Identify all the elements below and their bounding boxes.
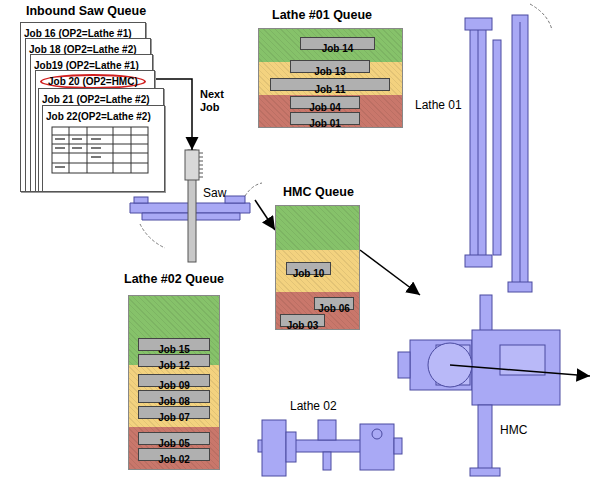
job-bar: Job 05 — [138, 432, 210, 445]
job-bar: Job 15 — [138, 338, 210, 351]
swing-arc — [245, 183, 262, 196]
scale-tick — [199, 161, 203, 162]
scale-tick — [199, 153, 203, 154]
queue-heading: HMC Queue — [283, 185, 354, 199]
machine: Lathe 02 — [255, 398, 405, 480]
lathe-01-drawing — [465, 15, 532, 292]
machine-label: Lathe 02 — [290, 399, 337, 413]
output-arrow — [450, 365, 590, 376]
job-label: Job 02 — [158, 454, 190, 465]
edge-label: Next Job — [200, 88, 234, 114]
scale-tick — [199, 177, 203, 178]
job-label: Job 06 — [318, 303, 350, 314]
scale-tick — [199, 173, 203, 174]
machine-label: HMC — [500, 423, 527, 437]
saw-scale — [199, 153, 203, 177]
routing-table — [51, 126, 151, 176]
job-bar: Job 06 — [314, 297, 354, 310]
flow-arrow — [360, 250, 420, 295]
hmc-drawing — [398, 295, 560, 476]
job-bar: Job 07 — [138, 406, 210, 419]
machine: Saw — [130, 150, 255, 225]
job-bar: Job 02 — [138, 448, 210, 461]
swing-arc — [140, 224, 165, 248]
job-bar: Job 01 — [290, 112, 360, 125]
scale-tick — [199, 165, 203, 166]
job-bar: Job 11 — [270, 78, 390, 91]
saw-queue-stack: Inbound Saw QueueJob 16 (OP2=Lathe #1)Jo… — [18, 4, 168, 196]
job-label: Job 12 — [158, 360, 190, 371]
job-bar: Job 10 — [286, 262, 331, 275]
job-bar: Job 08 — [138, 390, 210, 403]
job-label: Job 07 — [158, 412, 190, 423]
job-label: Job 22(OP2=Lathe #2) — [43, 109, 154, 124]
queue-box: Lathe #01 QueueJob 14Job 13Job 11Job 04J… — [258, 8, 403, 128]
scale-tick — [199, 157, 203, 158]
scale-tick — [199, 169, 203, 170]
job-label: Job 03 — [287, 320, 319, 331]
job-label: Job 20 (OP2=HMC) — [40, 74, 146, 89]
job-bar: Job 09 — [138, 374, 210, 387]
machine-label: Lathe 01 — [415, 98, 462, 112]
queue-heading: Inbound Saw Queue — [26, 4, 146, 18]
job-label: Job 10 — [293, 268, 325, 279]
lathe-02-drawing — [258, 420, 402, 476]
machine-label: Saw — [203, 186, 226, 200]
queue-box: HMC QueueJob 10Job 03Job 06 — [275, 185, 360, 330]
machine: Lathe 01 — [410, 10, 540, 285]
job-label: Job 11 — [314, 84, 345, 95]
job-bar: Job 14 — [300, 37, 375, 50]
job-bar: Job 12 — [138, 354, 210, 367]
job-bar: Job 04 — [290, 96, 360, 109]
job-card: Job 22(OP2=Lathe #2) — [42, 105, 165, 192]
job-label: Job 14 — [322, 43, 354, 54]
job-label: Job 01 — [309, 118, 341, 129]
queue-box: Lathe #02 QueueJob 15 Job 12 Job 09 Job 08 J… — [122, 272, 222, 470]
machine: HMC — [395, 295, 565, 480]
queue-heading: Lathe #02 Queue — [124, 272, 224, 286]
job-label: Job 13 — [314, 66, 346, 77]
swing-arc — [530, 4, 552, 30]
job-bar: Job 03 — [280, 314, 325, 327]
job-bar: Job 13 — [290, 60, 370, 73]
queue-heading: Lathe #01 Queue — [272, 8, 372, 22]
flow-arrow — [255, 200, 275, 230]
